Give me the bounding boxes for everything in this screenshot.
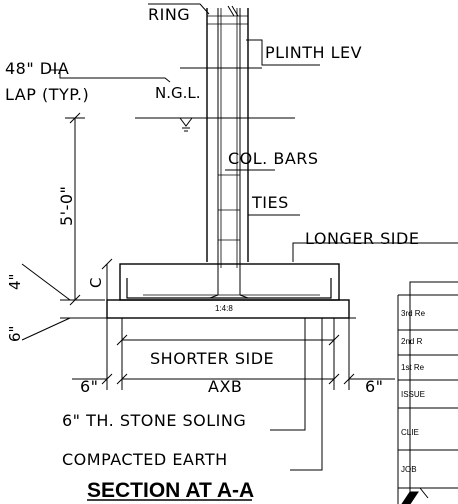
drawing-title: SECTION AT A-A bbox=[87, 479, 254, 502]
dimension-lines bbox=[21, 3, 458, 471]
label-soling: 6" TH. STONE SOLING bbox=[62, 411, 246, 430]
label-col-bars: COL. BARS bbox=[228, 149, 319, 168]
label-dia: 48" DIA bbox=[5, 59, 69, 78]
dim-offset-right: 6" bbox=[365, 377, 384, 396]
label-shorter-side: SHORTER SIDE bbox=[150, 349, 274, 368]
dim-c: C bbox=[87, 278, 105, 288]
dim-6-inch-left: 6" bbox=[6, 326, 24, 342]
dim-4-inch: 4" bbox=[6, 274, 24, 290]
dim-offset-left: 6" bbox=[80, 377, 99, 396]
label-longer-side: LONGER SIDE bbox=[305, 229, 419, 248]
title-block-row-3: 1st Re bbox=[401, 363, 425, 372]
title-block-row-5: CLIE bbox=[401, 428, 419, 437]
label-lap: LAP (TYP.) bbox=[5, 85, 89, 104]
label-mix: 1:4:8 bbox=[215, 304, 233, 313]
title-block-row-1: 3rd Re bbox=[401, 309, 426, 318]
title-block-row-2: 2nd R bbox=[401, 337, 423, 346]
label-ties: TIES bbox=[251, 193, 289, 212]
title-block-row-6: JOB bbox=[401, 465, 417, 474]
ngl-symbol bbox=[179, 117, 193, 132]
label-axb: AXB bbox=[208, 377, 242, 396]
label-plinth-level: PLINTH LEV bbox=[265, 43, 362, 62]
label-earth: COMPACTED EARTH bbox=[62, 450, 228, 469]
label-ngl: N.G.L. bbox=[155, 84, 201, 102]
footing bbox=[98, 263, 356, 319]
title-block bbox=[397, 281, 458, 504]
dim-depth: 5'-0" bbox=[57, 186, 76, 226]
label-ring: RING bbox=[148, 5, 190, 24]
column bbox=[135, 5, 295, 299]
title-block-row-4: ISSUE bbox=[401, 390, 425, 399]
